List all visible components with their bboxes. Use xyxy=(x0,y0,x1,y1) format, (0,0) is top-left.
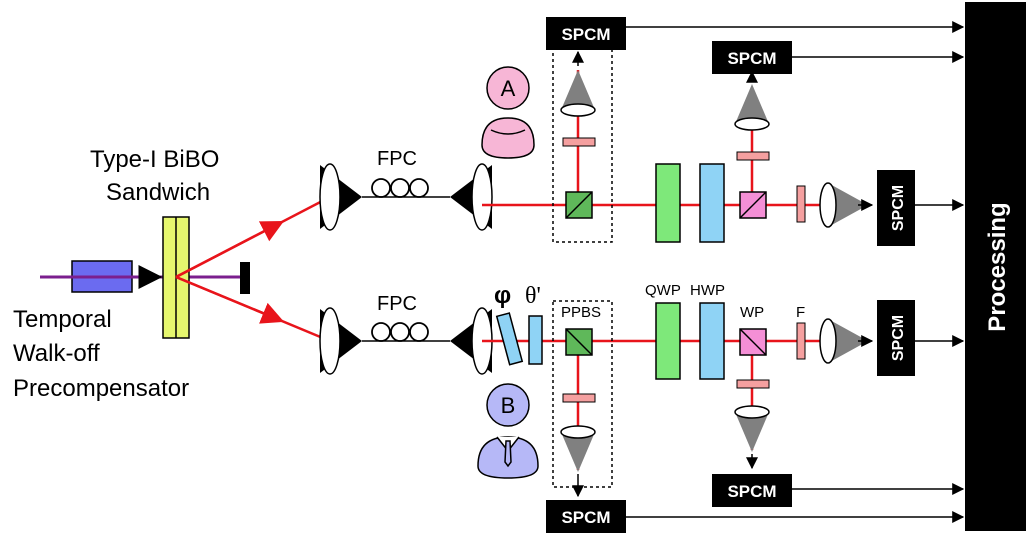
processing-block xyxy=(965,2,1026,531)
spcm-right-top xyxy=(877,170,915,246)
phi-plate xyxy=(495,312,524,366)
f-top xyxy=(796,185,806,223)
theta-plate xyxy=(528,315,543,365)
crystal-label-1: Type-I BiBO xyxy=(90,146,219,173)
qwp-bottom xyxy=(655,302,681,380)
bob-avatar xyxy=(477,383,539,479)
hwp-bottom xyxy=(699,302,725,380)
hwp-top xyxy=(699,163,725,243)
alice-label: A xyxy=(501,76,516,101)
f-label: F xyxy=(796,304,805,321)
right-top-detector-lens xyxy=(819,182,868,228)
beam-dump xyxy=(240,262,250,294)
bob-detector-lens xyxy=(560,425,596,472)
f-bottom xyxy=(796,322,806,360)
alice-bs-box xyxy=(552,41,613,243)
upper-fiber-coupler-out xyxy=(450,163,493,231)
right-bottom-detector-lens xyxy=(819,318,868,364)
spcm-right-bottom xyxy=(877,300,915,376)
bob-bs-box xyxy=(552,300,613,488)
spcm-right-top-label: SPCM xyxy=(890,185,907,231)
precomp-label-1: Temporal xyxy=(13,306,112,333)
qwp-label: QWP xyxy=(645,282,681,299)
wp-top-filter xyxy=(736,151,770,161)
wp-label: WP xyxy=(740,304,764,321)
processing-label: Processing xyxy=(984,202,1011,331)
spcm-bob-label: SPCM xyxy=(561,508,610,527)
precomp-label-2: Walk-off xyxy=(13,340,100,367)
ppbs-label: PPBS xyxy=(561,304,601,321)
spcm-wp-top xyxy=(712,41,792,74)
wp-bottom-filter xyxy=(736,379,770,389)
alice-detector-lens xyxy=(560,70,596,117)
alice-filter xyxy=(562,137,596,147)
fpc-bottom-label: FPC xyxy=(377,293,417,315)
bob-label: B xyxy=(501,393,516,418)
spcm-alice xyxy=(546,17,626,50)
spcm-bob xyxy=(546,500,626,533)
wp-top-detector-lens xyxy=(734,84,770,131)
upper-fiber-coupler-in xyxy=(319,163,362,231)
spcm-alice-label: SPCM xyxy=(561,25,610,44)
qwp-top xyxy=(655,163,681,243)
spcm-wp-top-label: SPCM xyxy=(727,49,776,68)
alice-avatar xyxy=(481,66,535,159)
wp-bottom-detector-lens xyxy=(734,405,770,452)
crystal-label-2: Sandwich xyxy=(106,179,210,206)
spcm-wp-bottom xyxy=(712,474,792,507)
spcm-wp-bottom-label: SPCM xyxy=(727,482,776,501)
bob-filter xyxy=(562,393,596,403)
precomp-label-3: Precompensator xyxy=(13,375,189,402)
fpc-top-label: FPC xyxy=(377,148,417,170)
lower-fpc-loops xyxy=(371,322,429,342)
theta-label: θ' xyxy=(525,283,541,309)
hwp-label: HWP xyxy=(690,282,725,299)
phi-label: φ xyxy=(494,282,511,309)
spcm-right-bottom-label: SPCM xyxy=(890,315,907,361)
lower-fiber-coupler-in xyxy=(319,307,362,375)
upper-fpc-loops xyxy=(371,178,429,198)
